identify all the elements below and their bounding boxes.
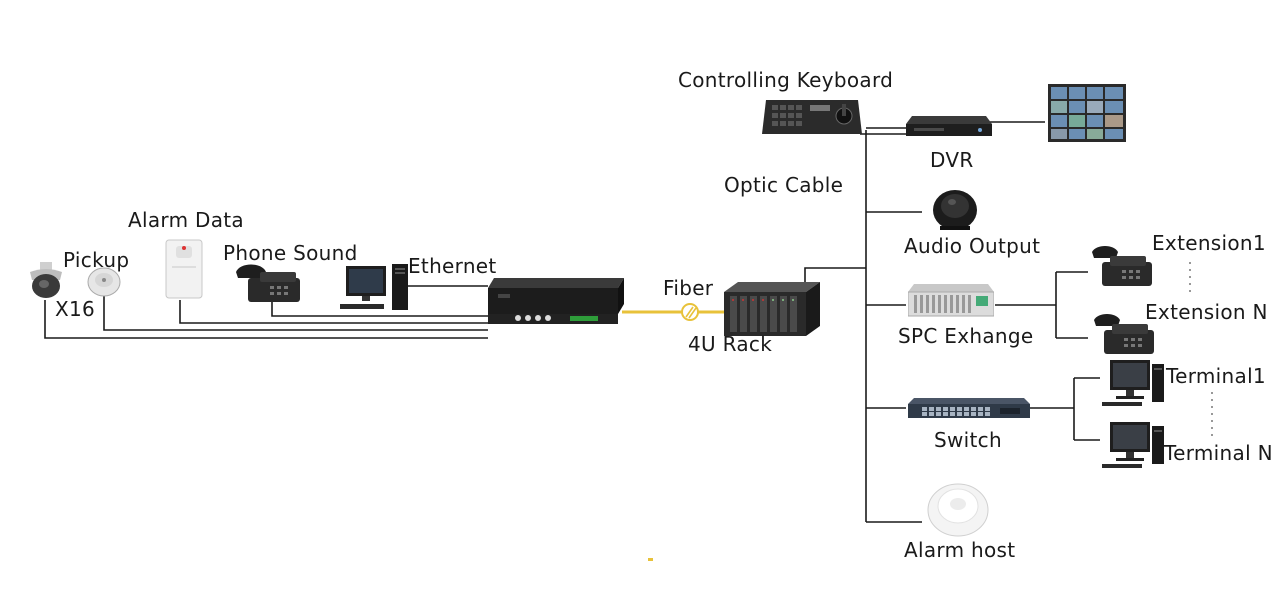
ethernet-label: Ethernet [408,254,497,278]
dvr-label: DVR [930,148,974,172]
alarm-data-line [179,300,488,324]
controlling-keyboard-icon [762,100,862,134]
extension-n-label: Extension N [1145,300,1268,324]
camera-line [44,300,488,339]
spc-exchange-label: SPC Exhange [898,324,1034,348]
terminal-n-computer-icon [1102,422,1164,468]
pickup-microphone-icon [87,267,121,297]
terminal-fork-line [1073,377,1100,441]
terminal1-computer-icon [1102,360,1164,406]
extension-n-phone-icon [1094,314,1154,354]
alarm-host-label: Alarm host [904,538,1016,562]
spc-exchange-icon [908,284,994,317]
speaker-icon [933,190,977,230]
alarm-host-icon [927,483,989,537]
optic-cable-label: Optic Cable [724,173,844,197]
fiber-label: Fiber [663,276,714,300]
ethernet-computer-icon [340,264,408,310]
dome-camera-icon [30,262,62,298]
network-switch-icon [908,398,1030,418]
controlling-keyboard-label: Controlling Keyboard [678,68,894,92]
rack-4u-icon [724,282,820,336]
terminal-n-label: Terminal N [1164,441,1273,465]
extension-fork-line [1055,271,1088,339]
fiber-transceiver-icon [488,278,624,324]
alarm-sensor-icon [165,239,203,299]
pickup-label: Pickup [63,248,130,272]
video-wall-monitor-icon [1048,84,1126,142]
x16-label: X16 [55,297,96,321]
extension1-label: Extension1 [1152,231,1266,255]
terminal1-label: Terminal1 [1166,364,1266,388]
phone-sound-label: Phone Sound [223,241,358,265]
switch-label: Switch [934,428,1002,452]
audio-output-label: Audio Output [904,234,1041,258]
extension1-phone-icon [1092,246,1152,286]
phone-sound-line [271,300,488,317]
telephone-icon [236,264,300,302]
fiber-mark [648,558,653,561]
rack-label: 4U Rack [688,332,773,356]
pickup-line [103,296,488,331]
dvr-icon [906,116,992,136]
alarm-data-label: Alarm Data [128,208,244,232]
rack-trunk-line [804,267,866,285]
